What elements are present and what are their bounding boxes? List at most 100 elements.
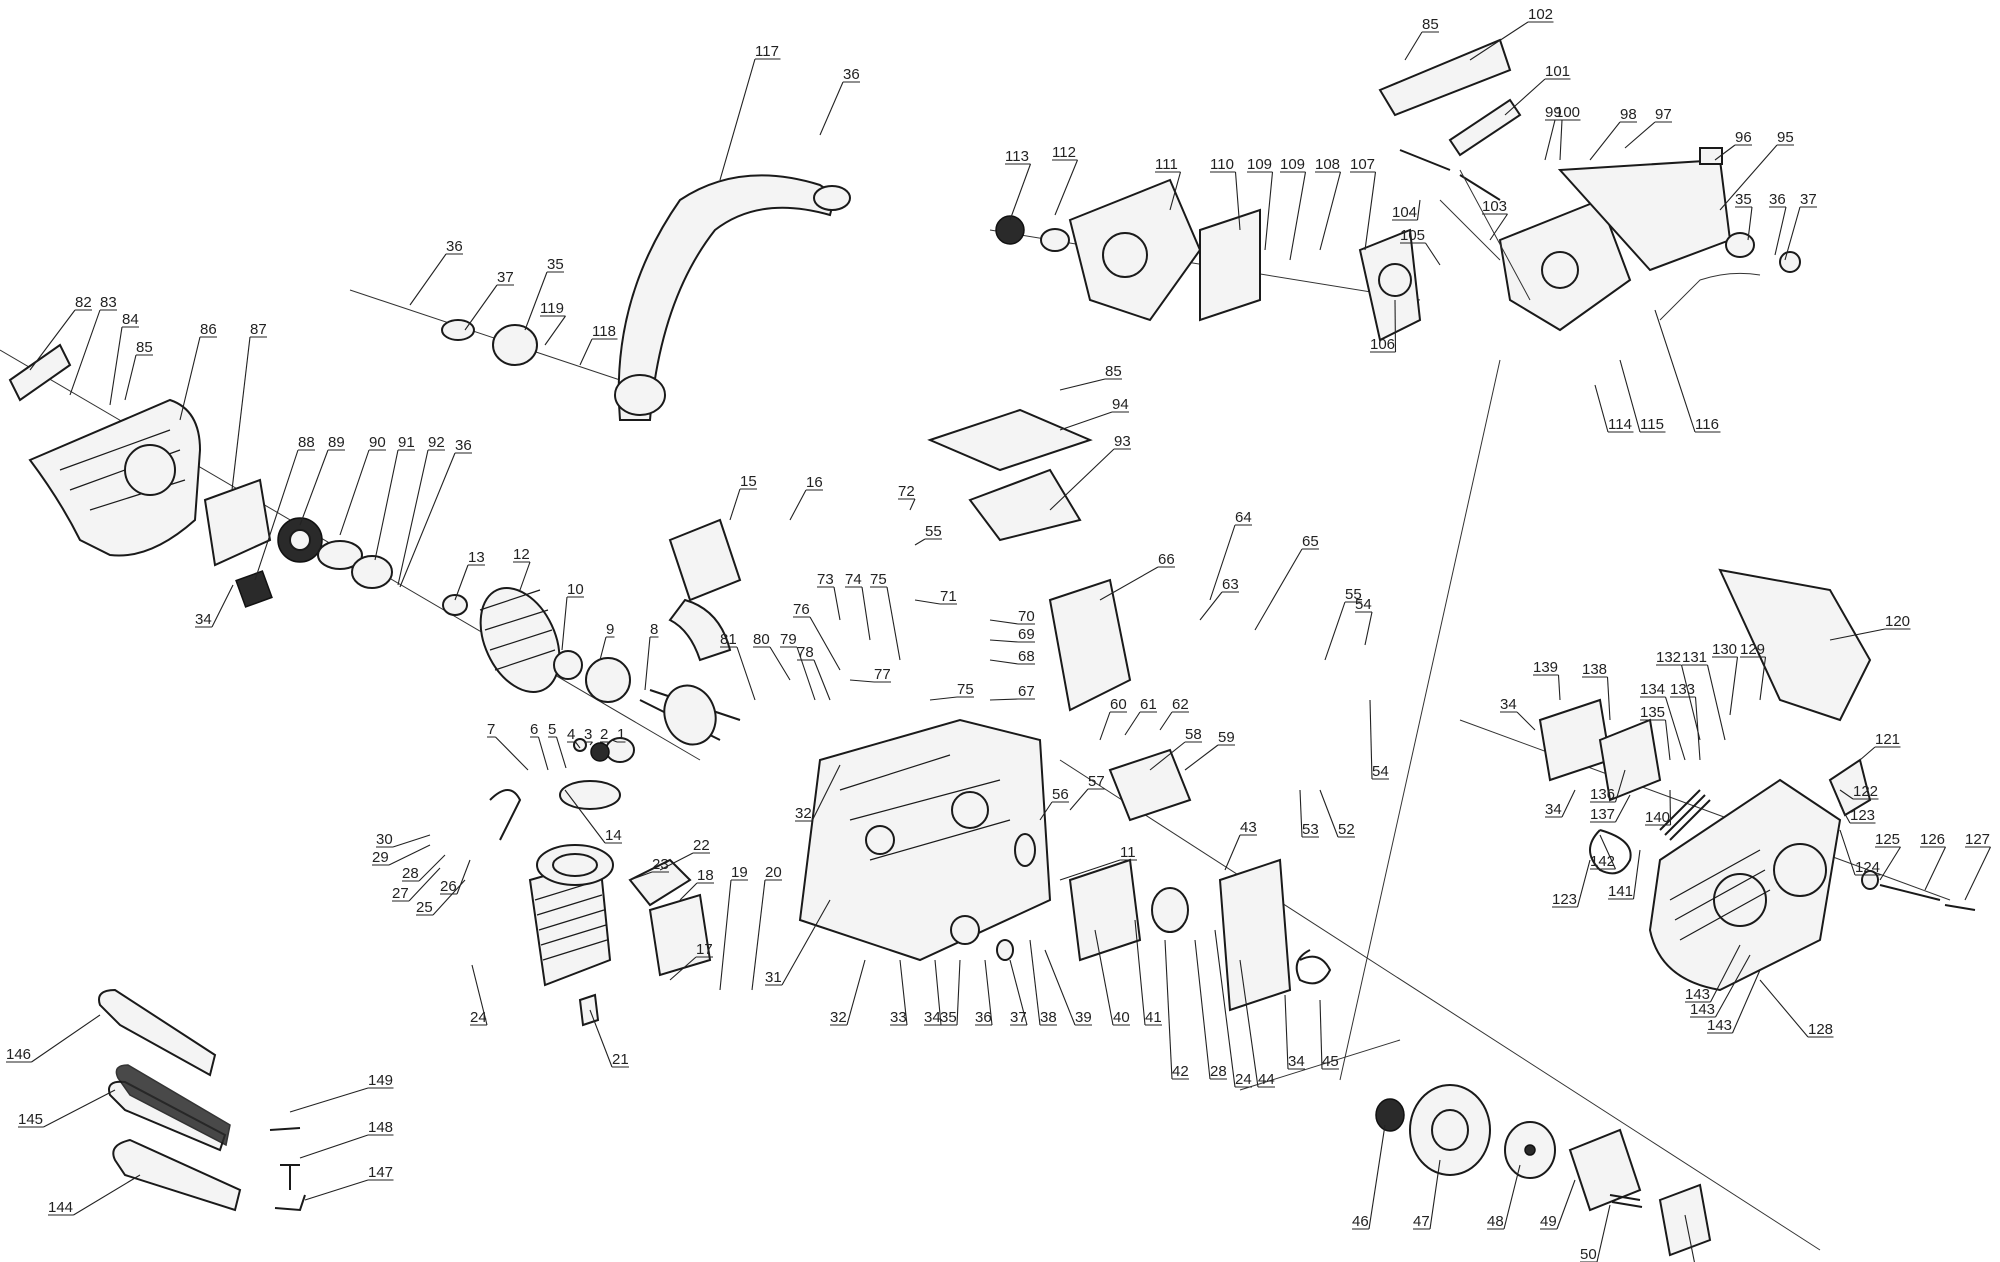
part-label-48: 48 xyxy=(1487,1164,1521,1230)
part-number-text: 12 xyxy=(513,546,530,563)
leader-line xyxy=(1669,789,1672,826)
leader-line xyxy=(537,736,549,771)
part-number-text: 69 xyxy=(1018,626,1035,643)
part-label-84: 84 xyxy=(109,311,139,406)
leader-line xyxy=(544,315,566,346)
leader-line xyxy=(989,619,1019,625)
part-label-97: 97 xyxy=(1624,106,1672,149)
part-label-78: 78 xyxy=(797,644,831,701)
part-label-72: 72 xyxy=(898,483,916,511)
part-number-text: 143 xyxy=(1685,986,1710,1003)
leader-line xyxy=(1124,711,1141,736)
part-number-text: 61 xyxy=(1140,696,1157,713)
part-label-30: 30 xyxy=(376,831,431,848)
part-label-116: 116 xyxy=(1654,309,1721,433)
part-number-text: 35 xyxy=(940,1009,957,1026)
part-label-74: 74 xyxy=(845,571,871,641)
leader-line xyxy=(299,449,329,526)
part-number-text: 83 xyxy=(100,294,117,311)
part-label-80: 80 xyxy=(753,631,791,681)
leader-line xyxy=(1654,309,1696,433)
part-label-58: 58 xyxy=(1149,726,1202,771)
part-number-text: 117 xyxy=(755,43,779,60)
part-number-text: 101 xyxy=(1545,63,1570,80)
part-label-61: 61 xyxy=(1124,696,1157,736)
part-number-text: 68 xyxy=(1018,648,1035,665)
part-label-120: 120 xyxy=(1829,613,1911,641)
leader-line xyxy=(1069,788,1089,811)
part-label-51: 51 xyxy=(1680,1214,1697,1262)
leader-line xyxy=(254,449,299,581)
part-number-text: 9 xyxy=(606,621,614,638)
part-number-text: 3 xyxy=(584,726,592,743)
part-number-text: 122 xyxy=(1853,783,1878,800)
part-label-54: 54 xyxy=(1355,596,1373,646)
leader-line xyxy=(846,959,866,1026)
leader-line xyxy=(1369,699,1373,780)
leader-line xyxy=(1214,929,1236,1088)
part-label-36: 36 xyxy=(819,66,860,136)
leader-line xyxy=(781,899,831,986)
part-number-text: 133 xyxy=(1670,681,1695,698)
part-number-text: 26 xyxy=(440,878,457,895)
part-number-text: 106 xyxy=(1370,336,1395,353)
leader-line xyxy=(1425,242,1441,266)
side-cover-assembly xyxy=(1538,568,1976,992)
part-label-90: 90 xyxy=(339,434,386,536)
leader-line xyxy=(1729,656,1739,716)
leader-line xyxy=(1759,656,1767,701)
leader-line xyxy=(659,852,694,871)
leader-line xyxy=(399,452,456,588)
part-number-text: 20 xyxy=(765,864,782,881)
part-number-text: 17 xyxy=(696,941,713,958)
leader-line xyxy=(1557,674,1561,701)
leader-line xyxy=(934,959,942,1026)
leader-line xyxy=(339,449,370,536)
part-label-26: 26 xyxy=(440,859,471,895)
leader-line xyxy=(575,741,581,749)
part-number-text: 72 xyxy=(898,483,915,500)
part-label-92: 92 xyxy=(397,434,445,586)
part-label-15: 15 xyxy=(729,473,757,521)
leader-line xyxy=(418,854,446,882)
part-number-text: 22 xyxy=(693,837,710,854)
leader-line xyxy=(1632,849,1641,900)
part-number-text: 2 xyxy=(600,726,608,743)
leader-line xyxy=(1059,411,1113,431)
part-number-text: 37 xyxy=(497,269,514,286)
part-label-115: 115 xyxy=(1619,359,1666,433)
part-label-13: 13 xyxy=(454,549,485,601)
part-number-text: 87 xyxy=(250,321,267,338)
part-number-text: 44 xyxy=(1258,1071,1275,1088)
leader-line xyxy=(564,789,606,844)
part-label-3: 3 xyxy=(584,726,593,746)
leader-line xyxy=(1469,21,1529,61)
part-label-2: 2 xyxy=(600,726,609,743)
part-label-122: 122 xyxy=(1839,783,1879,800)
part-number-text: 105 xyxy=(1400,227,1425,244)
part-label-119: 119 xyxy=(540,300,566,346)
part-label-124: 124 xyxy=(1839,829,1881,876)
part-number-text: 148 xyxy=(368,1119,393,1136)
leader-line xyxy=(519,561,531,591)
part-label-71: 71 xyxy=(914,588,957,605)
leader-line xyxy=(388,844,431,866)
part-number-text: 112 xyxy=(1052,144,1076,161)
part-label-35: 35 xyxy=(1735,191,1753,241)
part-label-81: 81 xyxy=(720,631,756,701)
part-number-text: 102 xyxy=(1528,6,1553,23)
part-label-132: 132 xyxy=(1656,649,1701,741)
part-number-text: 41 xyxy=(1145,1009,1162,1026)
part-number-text: 23 xyxy=(652,856,669,873)
part-number-text: 142 xyxy=(1590,853,1615,870)
part-number-text: 66 xyxy=(1158,551,1175,568)
part-number-text: 107 xyxy=(1350,156,1375,173)
leader-line xyxy=(124,354,137,401)
leader-line xyxy=(1544,119,1556,161)
part-number-text: 149 xyxy=(368,1072,393,1089)
part-label-144: 144 xyxy=(48,1174,141,1216)
part-label-82: 82 xyxy=(29,294,92,371)
part-number-text: 34 xyxy=(195,611,212,628)
part-number-text: 32 xyxy=(830,1009,847,1026)
part-label-130: 130 xyxy=(1712,641,1739,716)
